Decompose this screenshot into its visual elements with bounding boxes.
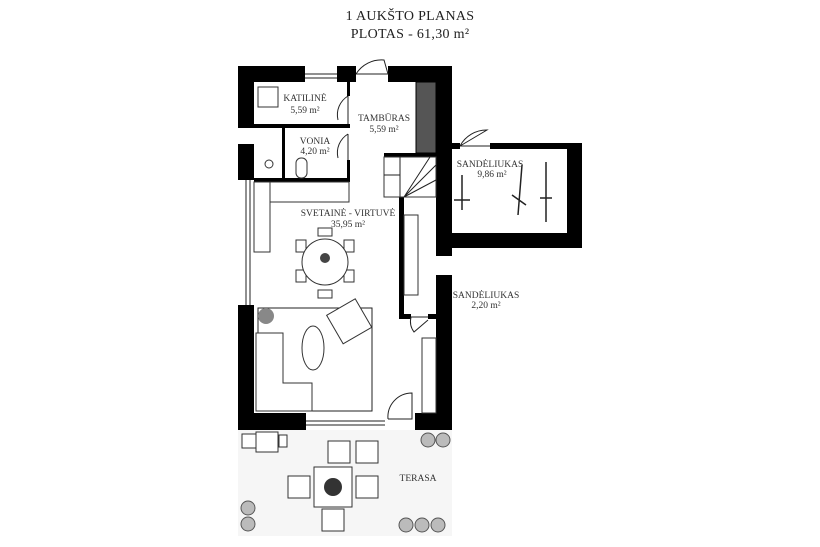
plan-total-area: PLOTAS - 61,30 m² xyxy=(350,27,470,42)
room-label-storage-large: SANDĖLIUKAS xyxy=(457,158,524,170)
entrance-door xyxy=(355,59,389,75)
plan-title: 1 AUKŠTO PLANAS xyxy=(345,9,475,24)
coffee-table xyxy=(301,325,325,371)
bathroom-door xyxy=(336,133,349,160)
room-label-vestibule: TAMBŪRAS xyxy=(358,112,410,124)
staircase xyxy=(383,156,437,198)
room-label-storage-small: SANDĖLIUKAS xyxy=(453,289,520,301)
room-label-bathroom: VONIA xyxy=(300,137,331,147)
tv-cabinet xyxy=(421,337,437,414)
armchair xyxy=(325,298,373,345)
bicycles xyxy=(454,162,552,222)
sink-icon xyxy=(264,159,274,169)
room-area-storage-large: 9,86 m² xyxy=(477,170,506,180)
plants xyxy=(240,432,451,533)
boiler-icon xyxy=(257,86,279,108)
storage-room-large xyxy=(452,129,582,248)
toilet-icon xyxy=(295,157,308,179)
plant-icon xyxy=(258,308,274,324)
room-area-storage-small: 2,20 m² xyxy=(471,301,500,311)
interior-walls xyxy=(254,82,436,319)
room-area-living-kitchen: 35,95 m² xyxy=(331,220,365,230)
small-storage-door xyxy=(410,316,429,333)
room-area-boiler: 5,59 m² xyxy=(290,106,319,116)
firewood-storage xyxy=(415,81,437,154)
boiler-room-door xyxy=(336,95,349,124)
terrace-furniture xyxy=(241,431,379,532)
sofa xyxy=(255,332,313,412)
dining-table xyxy=(295,227,355,299)
room-label-terrace: TERASA xyxy=(400,474,437,484)
room-area-vestibule: 5,59 m² xyxy=(369,125,398,135)
room-label-boiler: KATILINĖ xyxy=(283,92,326,104)
room-label-living-kitchen: SVETAINĖ - VIRTUVĖ xyxy=(301,207,396,219)
wardrobe xyxy=(403,214,419,296)
exterior-walls xyxy=(238,66,452,430)
room-area-bathroom: 4,20 m² xyxy=(300,147,329,157)
terrace-door xyxy=(387,392,413,420)
kitchen-counter-side xyxy=(253,181,271,253)
